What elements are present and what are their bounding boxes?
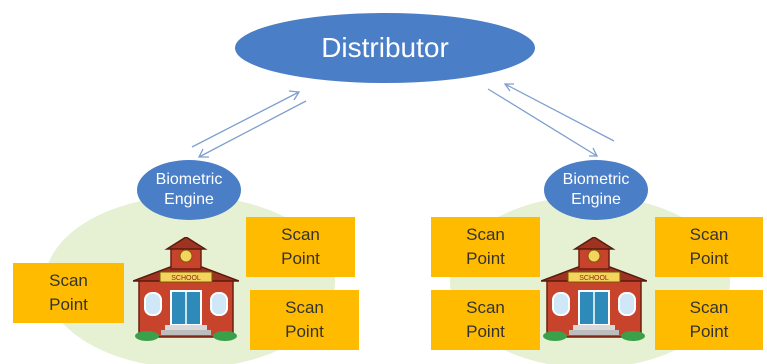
right-school-sign: SCHOOL <box>579 275 609 282</box>
scan-point-label: Scan <box>689 225 729 244</box>
scan-point-label: Scan <box>285 298 324 317</box>
scan-point-label: Scan <box>281 225 320 244</box>
right-engine-label-line2: Engine <box>571 191 621 208</box>
scan-point-label: Scan <box>689 298 729 317</box>
scan-point-label: Point <box>49 295 88 314</box>
scan-point-label: Scan <box>49 271 88 290</box>
scan-point-label: Point <box>689 322 729 341</box>
scan-point-label: Point <box>285 322 324 341</box>
right-double-arrow-icon <box>487 83 615 157</box>
scan-point-label: Point <box>689 249 729 268</box>
left-double-arrow-icon <box>191 90 307 158</box>
distributor-label: Distributor <box>321 32 449 63</box>
left-engine-label-line1: Biometric <box>155 171 223 188</box>
scan-point-label: Scan <box>466 298 505 317</box>
right-school-building-icon: SCHOOL <box>541 237 647 341</box>
scan-point-label: Point <box>466 322 505 341</box>
scan-point-label: Point <box>466 249 505 268</box>
left-school-sign: SCHOOL <box>171 275 201 282</box>
scan-point-label: Point <box>281 249 320 268</box>
scan-point-label: Scan <box>466 225 505 244</box>
left-engine-label-line2: Engine <box>164 191 214 208</box>
left-school-building-icon: SCHOOL <box>133 237 239 341</box>
left-biometric-engine: Biometric Engine <box>137 160 241 220</box>
right-engine-label-line1: Biometric <box>562 171 630 188</box>
right-biometric-engine: Biometric Engine <box>544 160 648 220</box>
distributor-node: Distributor <box>235 13 535 83</box>
